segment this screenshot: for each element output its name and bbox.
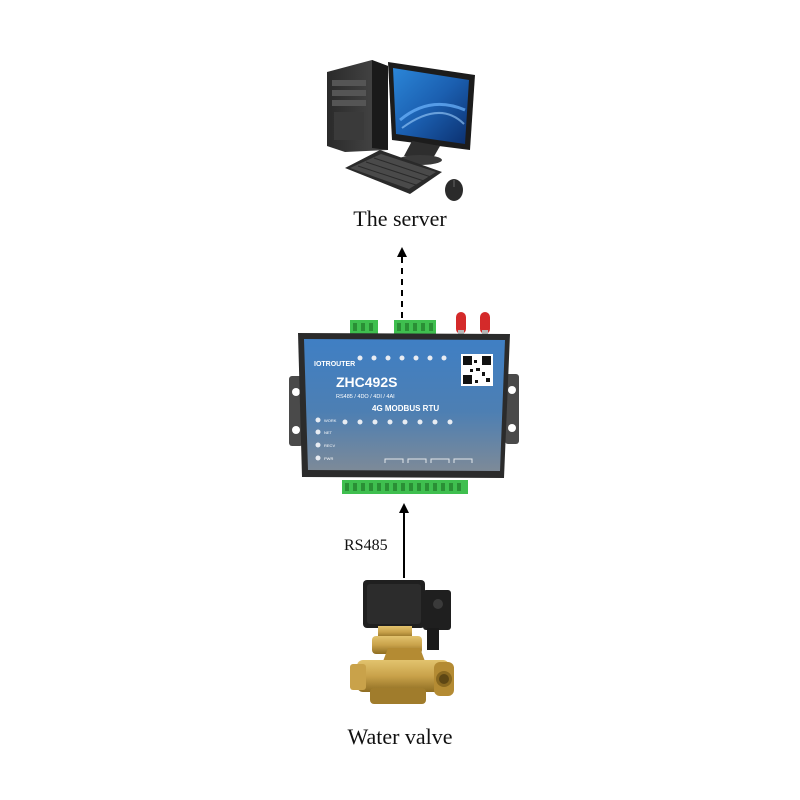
top-terminal-block bbox=[350, 320, 436, 334]
server-label: The server bbox=[353, 206, 447, 231]
rtu-subtitle: 4G MODBUS RTU bbox=[372, 404, 439, 413]
relay-markers bbox=[384, 458, 473, 463]
antenna-icon bbox=[456, 312, 490, 336]
rtu-front-panel bbox=[304, 339, 505, 471]
rtu-model: ZHC492S bbox=[336, 374, 397, 390]
io-led-row-middle bbox=[342, 419, 453, 425]
edge-label-rs485: RS485 bbox=[344, 537, 388, 554]
status-led-label: RECV bbox=[324, 443, 335, 448]
status-led-label: NET bbox=[324, 430, 333, 435]
water-valve-icon bbox=[350, 580, 454, 704]
io-led-row-top bbox=[357, 355, 447, 361]
status-led-label: WORK bbox=[324, 418, 337, 423]
rtu-spec: RS485 / 4DO / 4DI / 4AI bbox=[336, 394, 395, 400]
server-computer-icon bbox=[327, 60, 475, 201]
bottom-terminal-block bbox=[342, 480, 468, 494]
qr-code bbox=[461, 354, 493, 386]
status-led-column: WORK NET RECV PWR bbox=[315, 417, 337, 461]
rtu-brand: IOTROUTER bbox=[314, 361, 355, 368]
valve-label: Water valve bbox=[347, 724, 453, 749]
status-led-label: PWR bbox=[324, 456, 333, 461]
rtu-device: IOTROUTER ZHC492S RS485 / 4DO / 4DI / 4A… bbox=[289, 312, 519, 494]
